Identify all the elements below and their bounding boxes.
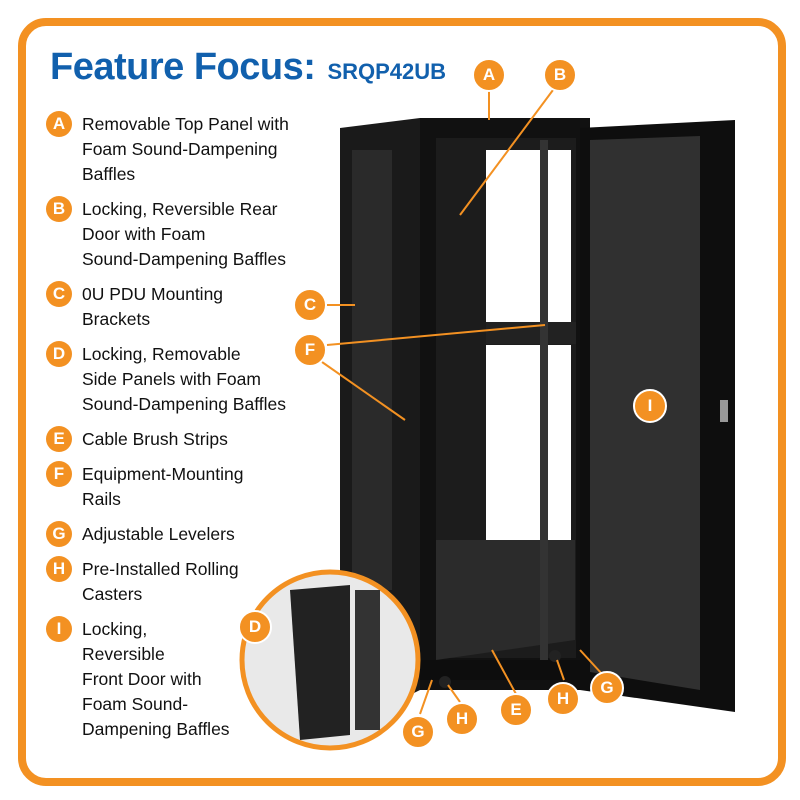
feature-badge: C: [46, 281, 72, 307]
feature-item-d: D Locking, Removable Side Panels with Foa…: [46, 341, 336, 417]
feature-text: Cable Brush Strips: [82, 429, 228, 449]
feature-item-a: A Removable Top Panel with Foam Sound-Dam…: [46, 111, 336, 187]
feature-badge: A: [46, 111, 72, 137]
callout-h-left: H: [445, 702, 479, 736]
feature-badge: B: [46, 196, 72, 222]
feature-item-e: E Cable Brush Strips: [46, 426, 336, 452]
feature-badge: D: [46, 341, 72, 367]
callout-d: D: [238, 610, 272, 644]
feature-item-f: F Equipment-Mounting Rails: [46, 461, 336, 512]
callout-c: C: [293, 288, 327, 322]
feature-item-b: B Locking, Reversible Rear Door with Foam…: [46, 196, 336, 272]
inset-rack-edge: [355, 590, 380, 730]
feature-badge: E: [46, 426, 72, 452]
feature-badge: G: [46, 521, 72, 547]
feature-text: Adjustable Levelers: [82, 524, 235, 544]
callout-b: B: [543, 58, 577, 92]
feature-text: 0U PDU Mounting Brackets: [82, 284, 224, 329]
callout-e: E: [499, 693, 533, 727]
leader-lines: [321, 89, 603, 715]
title-main: Feature Focus:: [50, 46, 316, 88]
feature-item-i: I Locking, Reversible Front Door with Foa…: [46, 616, 336, 742]
callout-g-right: G: [590, 671, 624, 705]
feature-text: Locking, Reversible Rear Door with Foam …: [82, 199, 286, 269]
model-number: SRQP42UB: [327, 59, 447, 84]
rack-back-opening-top: [486, 150, 571, 330]
callout-i: I: [633, 389, 667, 423]
feature-text: Locking, Removable Side Panels with Foam…: [82, 344, 286, 414]
feature-badge: H: [46, 556, 72, 582]
rack-side-opening: [352, 150, 392, 590]
feature-text: Locking, Reversible Front Door with Foam…: [82, 619, 230, 739]
rack-floor: [436, 540, 575, 660]
feature-badge: F: [46, 461, 72, 487]
inset-side-panel: [290, 585, 350, 740]
page-title: Feature Focus: SRQP42UB: [50, 46, 446, 89]
feature-item-h: H Pre-Installed Rolling Casters: [46, 556, 336, 607]
feature-text: Equipment-Mounting Rails: [82, 464, 244, 509]
caster: [549, 650, 561, 662]
mounting-rail: [540, 140, 548, 660]
feature-badge: I: [46, 616, 72, 642]
feature-item-g: G Adjustable Levelers: [46, 521, 336, 547]
rack-base: [420, 660, 590, 680]
callout-a: A: [472, 58, 506, 92]
feature-text: Removable Top Panel with Foam Sound-Damp…: [82, 114, 289, 184]
callout-f: F: [293, 333, 327, 367]
feature-text: Pre-Installed Rolling Casters: [82, 559, 239, 604]
callout-h-right: H: [546, 682, 580, 716]
callout-g-left: G: [401, 715, 435, 749]
feature-list: A Removable Top Panel with Foam Sound-Dam…: [46, 111, 336, 752]
feature-item-c: C 0U PDU Mounting Brackets: [46, 281, 336, 332]
door-handle: [720, 400, 728, 422]
